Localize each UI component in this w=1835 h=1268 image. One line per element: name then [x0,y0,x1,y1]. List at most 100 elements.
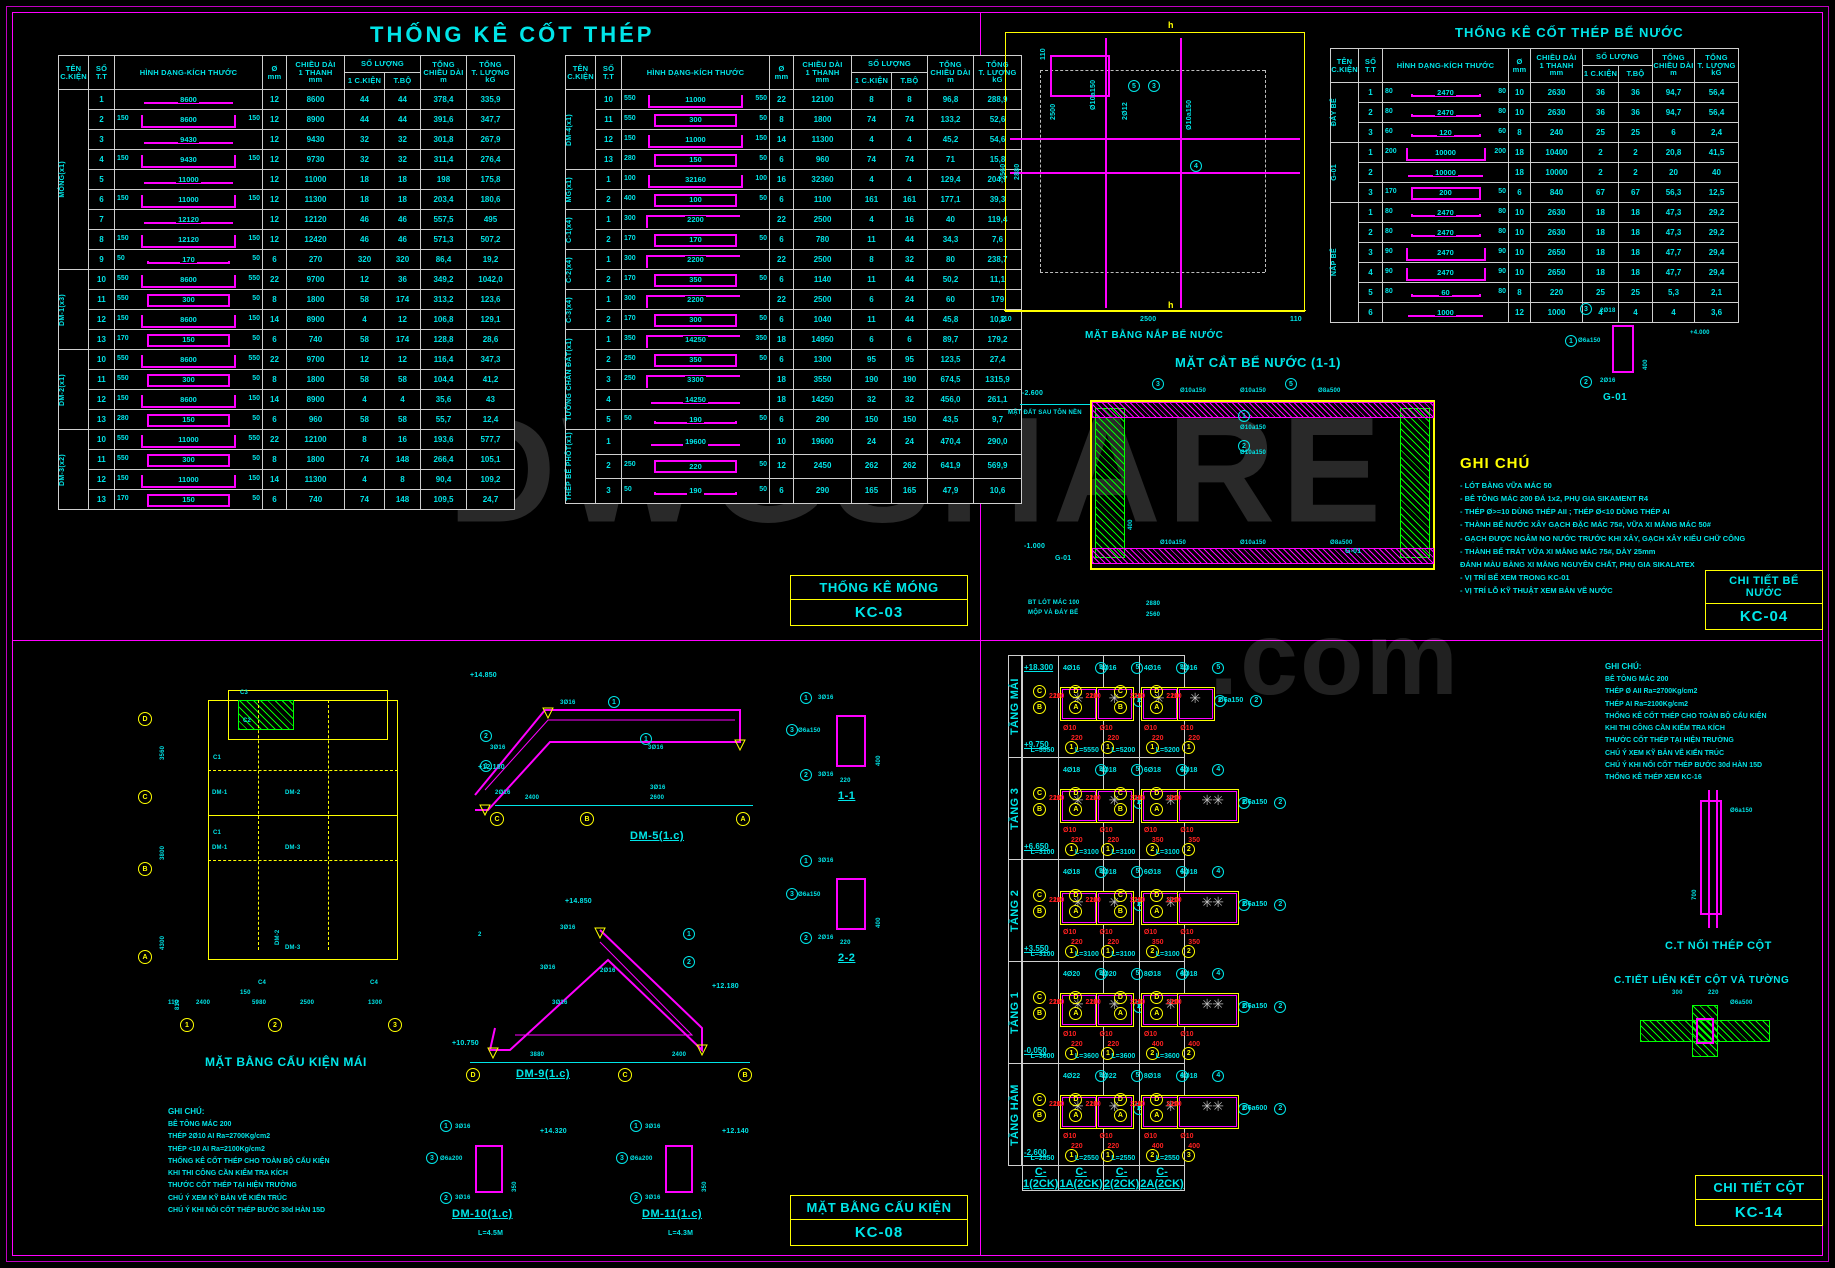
grid-bubble-1: 1 [180,1018,194,1032]
dm9-grid-D: D [466,1068,480,1082]
rebar-left-dim: 150 [117,474,129,482]
bubble-g01-3: 3 [1580,303,1592,315]
rebar-total-len: 96,8 [927,89,974,110]
rebar-qty-total: 320 [384,249,421,270]
rebar-total-len: 133,2 [927,109,974,130]
drawing-frame-inner [12,12,1823,1256]
rebar-len1: 1040 [793,309,852,330]
rebar-qty-total: 2 [1618,142,1653,163]
rebar-dia: 8 [262,369,287,390]
titleblock-kc03-name: THỐNG KÊ MÓNG [791,576,967,600]
rebar-shape-cell: 10000 [1382,162,1509,183]
rebar-no: 2 [595,229,622,250]
rebar-right-dim: 150 [248,114,260,122]
grid-bubble-C: C [138,790,152,804]
column-length: L=3100 [1155,950,1180,958]
rebar-total-len: 641,9 [927,453,974,480]
rebar-length-dim: 300 [687,314,704,324]
rebar-qty-total: 148 [384,489,421,510]
rebar-len1: 220 [1530,282,1583,303]
rebar-len1: 1800 [286,289,345,310]
dm9-grid-B: B [738,1068,752,1082]
rebar-len1: 1800 [286,449,345,470]
rebar-total-len: 116,4 [420,349,467,370]
column-length: L=2550 [1074,1154,1099,1162]
floor-label-cell: TẦNG 1 [1008,961,1022,1064]
rebar-no: 7 [88,209,115,230]
rebar-length-dim: 12120 [176,234,201,244]
rebar-dia: 18 [769,329,794,350]
rebar-len1: 8900 [286,309,345,330]
rebar-length-dim: 60 [1439,287,1452,297]
rebar-right-dim: 50 [252,454,260,462]
rebar-dia: 18 [1508,162,1531,183]
grid-bubble-bottom: A [1069,904,1083,918]
rebar-group-name: ĐÁY BỂ [1330,82,1359,143]
stirrup-star-2: ✳ [1212,1097,1225,1114]
rebar-bar-glyph [141,434,236,448]
bubble-dm5-1b: 1 [608,696,620,708]
rebar-total-len: 313,2 [420,289,467,310]
rebar-right-dim: 150 [248,154,260,162]
rebar-qty-one: 190 [851,369,892,390]
rebar-dia: 14 [769,129,794,150]
rebar-length-dim: 12120 [176,214,201,224]
rebar-bar-glyph [1410,186,1481,200]
rebar-right-dim: 90 [1498,247,1506,255]
rebar-bar-glyph [141,114,236,128]
rebar-length-dim: 220 [687,461,704,471]
rebar-dia: 6 [769,269,794,290]
rebar-right-dim: 50 [759,354,767,362]
rebar-left-dim: 90 [1385,267,1393,275]
roof-plan-axis-v2 [328,700,329,950]
rebar-length-dim: 11000 [176,434,201,444]
rebar-qty-one: 8 [851,249,892,270]
col-dim-220: 220 [1049,794,1061,802]
rebar-total-wt: 12,5 [1694,182,1739,203]
rebar-no: 11 [88,449,115,470]
dm10-label: DM-10(1.c) [452,1208,513,1220]
rebar-dia: 10 [1508,102,1531,123]
rebar-len1: 11300 [793,129,852,150]
rebar-total-len: 90,4 [420,469,467,490]
col-dim-d5: 400 [1188,1142,1200,1150]
dm5-grid-A: A [736,812,750,826]
rebar-qty-one: 12 [344,269,385,290]
rebar-bar-glyph [654,460,737,474]
rebar-left-dim: 550 [117,294,129,302]
rebar-bar-glyph [141,274,236,288]
rebar-len1: 740 [286,329,345,350]
titleblock-kc04-name: CHI TIẾT BỂ NƯỚC [1706,571,1822,604]
rebar-length-dim: 350 [687,354,704,364]
rebar-no: 10 [88,269,115,290]
rebar-len1: 2500 [793,289,852,310]
column-name-cell: C-1(2CK) [1021,1165,1060,1191]
rebar-len1: 19600 [793,429,852,455]
grid-bubble-bottom: B [1033,1006,1046,1020]
rebar-total-len: 55,7 [420,409,467,430]
rebar-right-dim: 50 [759,154,767,162]
rebar-total-len: 557,5 [420,209,467,230]
divider-horizontal [12,640,1823,641]
rebar-length-dim: 300 [180,374,197,384]
page-title-tank-schedule: THỐNG KÊ CỐT THÉP BỂ NƯỚC [1455,25,1684,40]
dm11-box [665,1145,693,1193]
column-length: L=2550 [1111,1154,1136,1162]
page-title-rebar-schedule: THỐNG KÊ CỐT THÉP [370,22,655,47]
rebar-qty-total: 32 [384,149,421,170]
rebar-total-len: 47,7 [1652,262,1695,283]
rebar-length-dim: 3300 [685,374,706,384]
